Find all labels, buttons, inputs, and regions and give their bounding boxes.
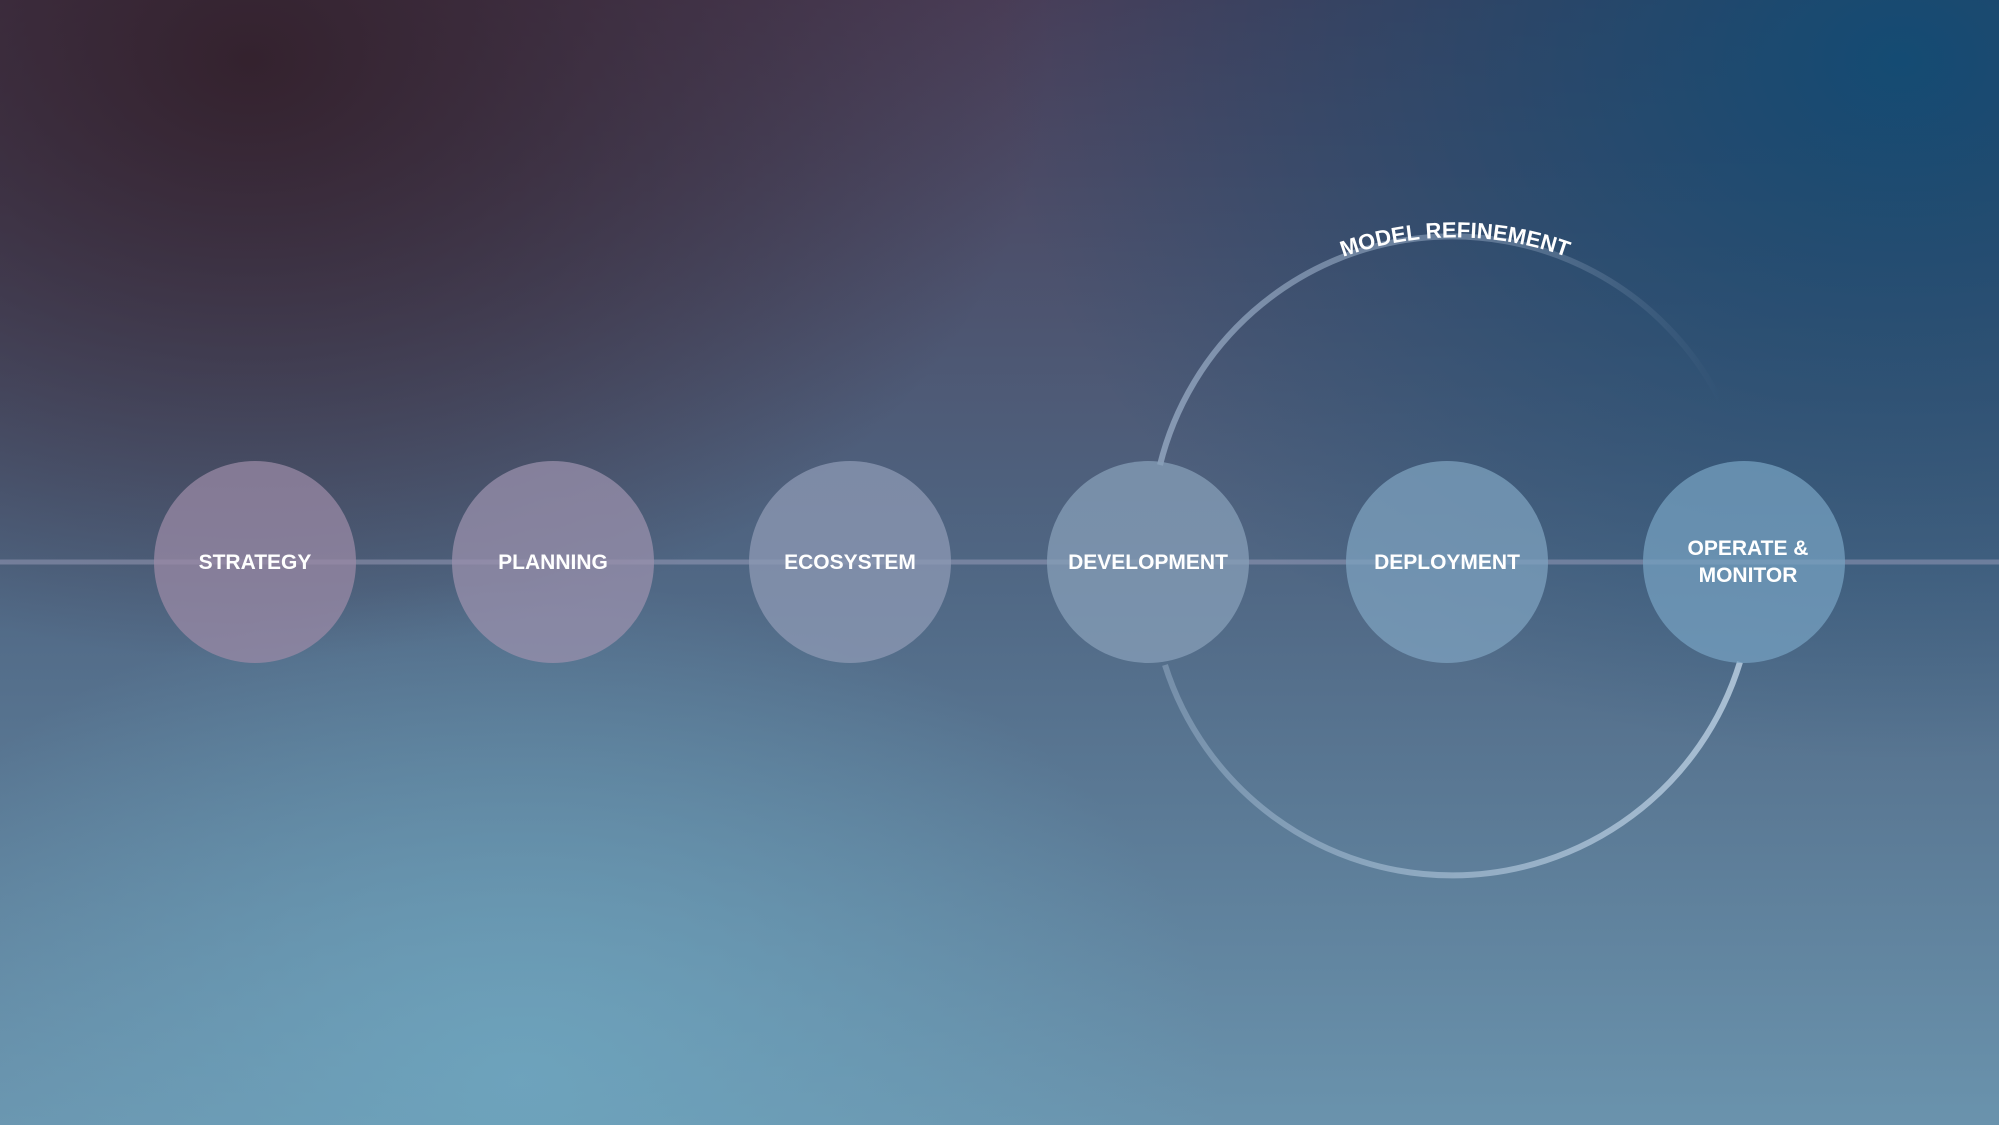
stage-planning: PLANNING [452, 461, 654, 663]
loop-label: MODEL REFINEMENT [1337, 217, 1574, 262]
stage-label: PLANNING [498, 551, 608, 574]
stage-label: MONITOR [1699, 564, 1798, 587]
stage-strategy: STRATEGY [154, 461, 356, 663]
stage-circle [452, 461, 654, 663]
stage-label: OPERATE & [1688, 537, 1809, 560]
stage-label: DEVELOPMENT [1068, 551, 1228, 574]
stage-circle [1047, 461, 1249, 663]
stage-circle [1643, 461, 1845, 663]
stage-circle [749, 461, 951, 663]
stage-label: STRATEGY [199, 551, 312, 574]
stage-deployment: DEPLOYMENT [1346, 461, 1548, 663]
stage-label: ECOSYSTEM [784, 551, 916, 574]
stage-ecosystem: ECOSYSTEM [749, 461, 951, 663]
stage-circle [154, 461, 356, 663]
refinement-loop-top-arc [1157, 233, 1723, 466]
stage-circle [1346, 461, 1548, 663]
refinement-loop-bottom-arc [1162, 661, 1743, 879]
stage-development: DEVELOPMENT [1047, 461, 1249, 663]
stage-operate: OPERATE & MONITOR [1643, 461, 1845, 663]
stage-label: DEPLOYMENT [1374, 551, 1520, 574]
